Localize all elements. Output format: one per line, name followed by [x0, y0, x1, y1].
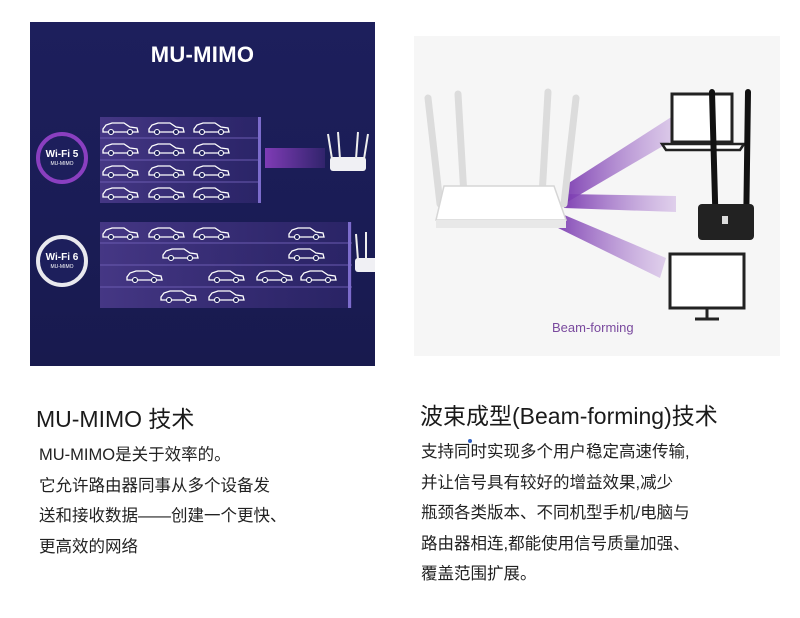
laptop-icon [659, 92, 747, 152]
mimo-title: MU-MIMO [150, 42, 255, 67]
wifi5-label: Wi-Fi 5 [45, 148, 79, 160]
usb-adapter-icon [698, 89, 754, 240]
mu-mimo-description: MU-MIMO是关于效率的。 它允许路由器同事从多个设备发 送和接收数据——创建… [39, 440, 287, 562]
beam-caption: Beam-forming [552, 320, 634, 335]
wifi5-sublabel: MU-MIMO [50, 160, 74, 167]
beam-to-monitor [554, 214, 666, 278]
wifi6-label: Wi-Fi 6 [45, 251, 79, 263]
description-line: 瓶颈各类版本、不同机型手机/电脑与 [421, 504, 690, 522]
router-icon [355, 232, 375, 272]
wifi6-badge: Wi-Fi 6 MU-MIMO [36, 235, 88, 287]
beam-to-adapter [564, 194, 676, 212]
monitor-icon [668, 252, 746, 321]
description-line: 更高效的网络 [39, 537, 138, 556]
beam-forming-heading: 波束成型(Beam-forming)技术 [420, 403, 718, 429]
description-line: 送和接收数据——创建一个更快、 [39, 507, 287, 525]
traffic-lanes [100, 117, 375, 308]
description-line: 路由器相连,都能使用信号质量加强、 [421, 534, 690, 553]
beam-forming-illustration: Beam-forming [414, 36, 780, 356]
mu-mimo-heading: MU-MIMO 技术 [36, 406, 195, 432]
wifi5-badge: Wi-Fi 5 MU-MIMO [36, 132, 88, 184]
beam-forming-description: 支持同时实现多个用户稳定高速传输, 并让信号具有较好的增益效果,减少 瓶颈各类版… [421, 437, 690, 590]
description-line: 并让信号具有较好的增益效果,减少 [421, 473, 674, 492]
router-icon [327, 131, 369, 171]
mu-mimo-illustration: MU-MIMO Wi-Fi 5 MU-MIMO Wi-Fi 6 MU-MIMO [30, 22, 375, 366]
description-line: 覆盖范围扩展。 [421, 565, 537, 583]
description-line: 支持同时实现多个用户稳定高速传输, [421, 443, 690, 461]
description-line: 它允许路由器同事从多个设备发 [39, 476, 270, 495]
beam-diagram [424, 88, 754, 321]
description-line: MU-MIMO是关于效率的。 [39, 446, 231, 464]
wifi6-sublabel: MU-MIMO [50, 263, 74, 270]
cursor-dot [468, 439, 472, 443]
beam-to-laptop [564, 114, 680, 204]
router-icon [424, 88, 580, 228]
